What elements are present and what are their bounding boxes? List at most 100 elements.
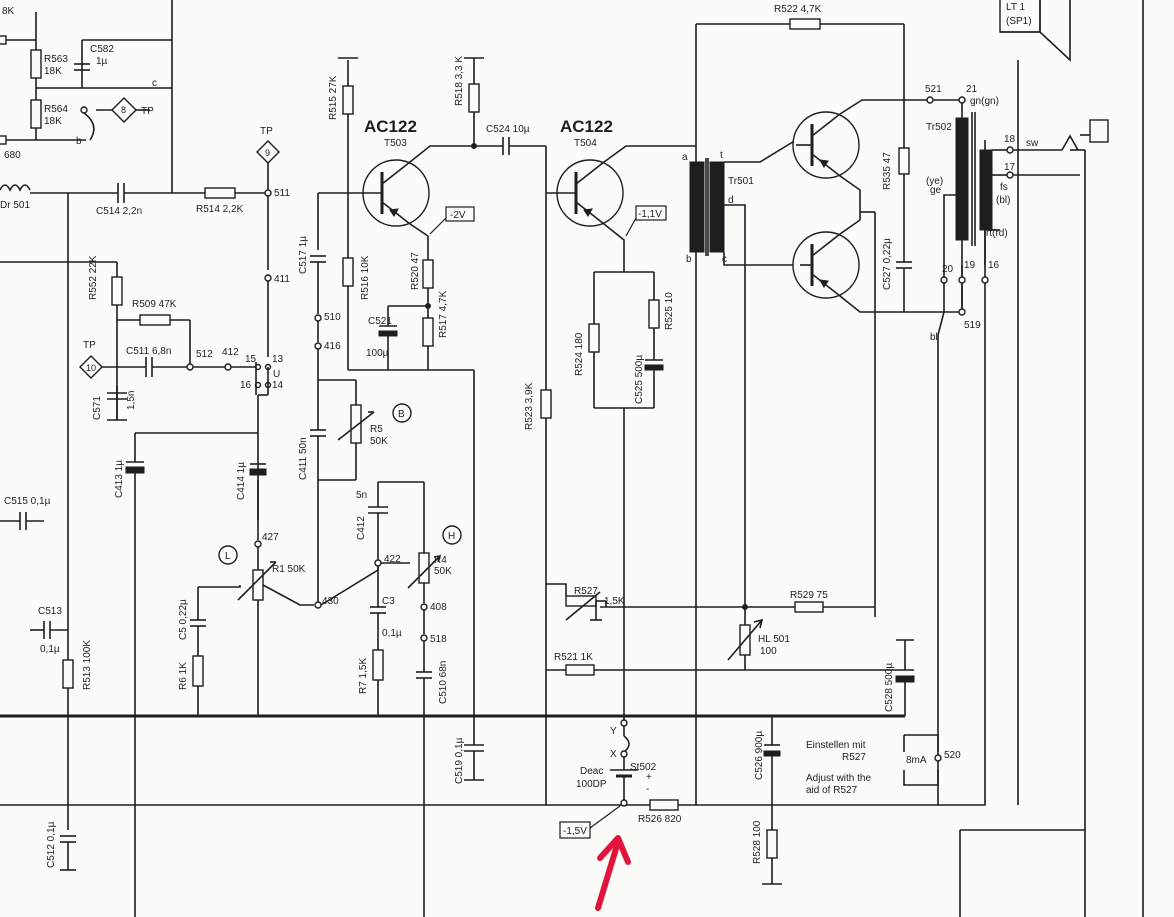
label-16: 16 [240, 380, 252, 391]
label-r5-value: 50K [370, 436, 388, 447]
label-c513: C513 [38, 606, 62, 617]
label-x: X [610, 749, 617, 760]
label-13: 13 [272, 354, 284, 365]
label-c524: C524 10µ [486, 124, 530, 135]
label-c513-value: 0,1µ [40, 644, 60, 655]
label-c521-value: 100µ [366, 348, 389, 359]
label-r4-value: 50K [434, 566, 452, 577]
label-adj2: aid of R527 [806, 785, 858, 796]
label-gn: gn(gn) [970, 96, 999, 107]
label-r7: R7 1,5K [358, 658, 369, 694]
label-r525: R525 10 [664, 292, 675, 330]
label-518: 518 [430, 634, 447, 645]
label-c528: C528 500µ [884, 663, 895, 712]
label-hl501-value: 100 [760, 646, 777, 657]
label-r514: R514 2,2K [196, 204, 244, 215]
label-412: 412 [222, 347, 239, 358]
label-r527-a: R527 [574, 586, 598, 597]
label-416: 416 [324, 341, 341, 352]
label-r516: R516 10K [360, 255, 371, 300]
label-r524: R524 180 [574, 332, 585, 376]
resistor-r523 [540, 389, 552, 419]
emitter-network-t503 [378, 259, 434, 370]
filter-row [0, 183, 268, 716]
label-marker-l: L [225, 551, 231, 562]
label-15: 15 [245, 354, 257, 365]
label-c571: C571 [92, 396, 103, 420]
label-r552: R552 22K [88, 255, 99, 300]
label-m15v: -1,5V [563, 826, 587, 837]
label-512: 512 [196, 349, 213, 360]
label-c582: C582 [90, 44, 114, 55]
label-lt1: LT 1 [1006, 2, 1026, 13]
label-y: Y [610, 726, 617, 737]
r552-network [0, 261, 258, 421]
label-r518: R518 3,3 K [454, 56, 465, 106]
label-rt: rt(rd) [986, 228, 1008, 239]
label-ac122-a: AC122 [364, 117, 417, 136]
label-20: 20 [942, 264, 954, 275]
r522 [696, 18, 905, 100]
label-r528: R528 100 [752, 820, 763, 864]
label-c517: C517 1µ [298, 236, 309, 274]
label-520: 520 [944, 750, 961, 761]
meter-link [903, 734, 942, 786]
label-m11v: -1,1V [638, 209, 662, 220]
transformer-tr502 [937, 96, 1080, 805]
label-fs: fs [1000, 182, 1008, 193]
label-marker-b: B [398, 409, 405, 420]
label-14: 14 [272, 380, 284, 391]
label-marker-h: H [448, 531, 455, 542]
label-c527: C527 0,22µ [882, 238, 893, 290]
label-tp-b: TP [260, 126, 273, 137]
label-t504: T504 [574, 138, 597, 149]
label-tp8: 8 [121, 105, 126, 115]
label-ta: a [682, 152, 688, 163]
label-16b: 16 [988, 260, 1000, 271]
output-transistor-upper [792, 99, 904, 212]
label-tt: t [720, 150, 723, 161]
label-r564-value: 18K [44, 116, 62, 127]
label-hl501: HL 501 [758, 634, 790, 645]
label-minus: - [646, 784, 649, 795]
label-u: U [273, 369, 280, 380]
label-c526: C526 900µ [754, 731, 765, 780]
label-c413: C413 1µ [114, 460, 125, 498]
label-sw: sw [1026, 138, 1039, 149]
label-r535: R535 47 [882, 152, 893, 190]
label-tr501: Tr501 [728, 176, 754, 187]
label-680: 680 [4, 150, 21, 161]
label-408: 408 [430, 602, 447, 613]
transformer-tr501 [689, 24, 800, 805]
t503-stage [310, 57, 475, 716]
speaker-jack [999, 0, 1109, 151]
label-r513: R513 100K [82, 640, 93, 690]
label-r564: R564 [44, 104, 68, 115]
label-bl: (bl) [996, 195, 1010, 206]
label-18: 18 [1004, 134, 1016, 145]
label-ein1: Einstellen mit [806, 740, 866, 751]
label-c515: C515 0,1µ [4, 496, 51, 507]
label-tp-a: TP [141, 106, 154, 117]
label-r4: R4 [434, 555, 447, 566]
c526-r528 [762, 716, 782, 885]
output-transistor-lower [792, 212, 904, 313]
label-c525: C525 500µ [634, 355, 645, 404]
label-c411: C411 50n [298, 437, 309, 480]
label-c3-value: 0,1µ [382, 628, 402, 639]
label-r6: R6 1K [178, 662, 189, 690]
label-c5: C5 0,22µ [178, 599, 189, 640]
label-c412-value: 5n [356, 490, 367, 501]
label-427: 427 [262, 532, 279, 543]
label-r5: R5 [370, 424, 383, 435]
bias-network [546, 583, 915, 716]
label-519: 519 [964, 320, 981, 331]
label-c414: C414 1µ [236, 462, 247, 500]
r518-c524 [464, 57, 547, 805]
label-8ma: 8mA [906, 755, 927, 766]
label-21: 21 [966, 84, 978, 95]
label-st502: St502 [630, 762, 657, 773]
label-tp-c: TP [83, 340, 96, 351]
label-ge: ge [930, 185, 942, 196]
label-tp10: 10 [86, 363, 96, 373]
